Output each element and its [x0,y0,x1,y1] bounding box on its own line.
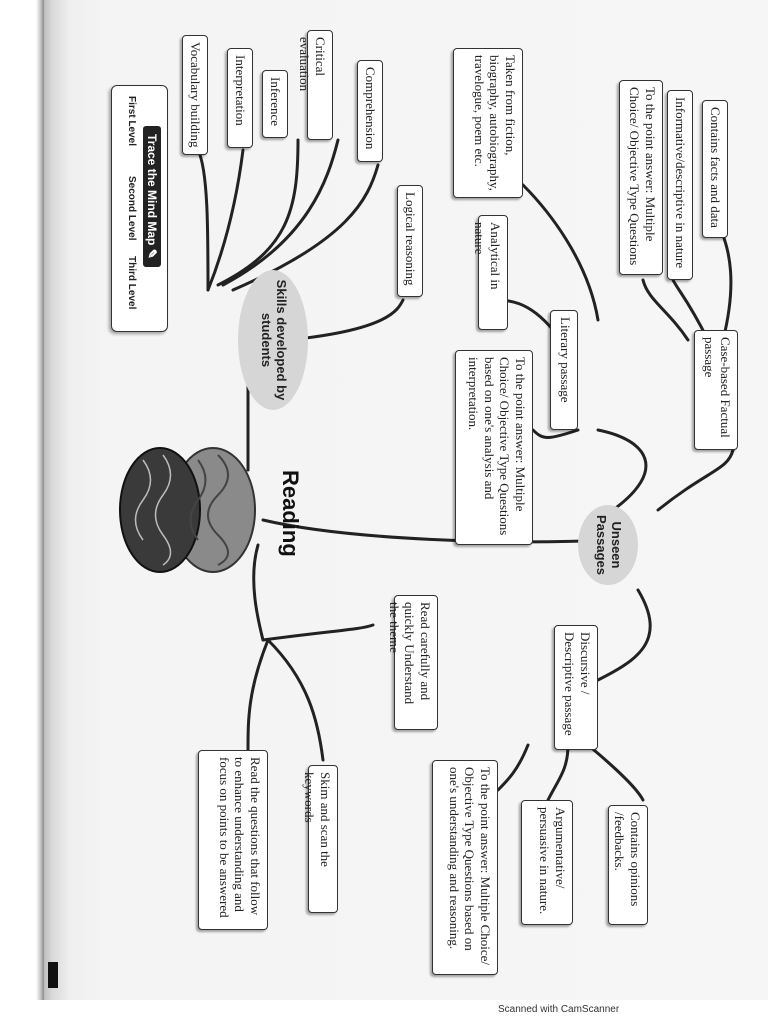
skill-interpretation: Interpretation [227,48,253,148]
link-unseen-disc [596,588,652,682]
hub-skills: Skills developed by students [238,270,308,410]
hub-unseen: Unseen Passages [578,505,638,585]
skill-logical-reasoning: Logical reasoning [397,185,423,297]
literary-detail-analytical: Analytical in nature [472,215,508,330]
legend-level-third: Third Level [126,256,137,310]
link-unseen-case [656,448,735,512]
strategy-read-questions: Read the questions that follow to enhanc… [198,750,268,930]
skill-critical-evaluation: Critical evaluation [297,30,333,140]
link-skills-vocab [196,148,210,292]
case-detail-facts: Contains facts and data [702,100,728,238]
discursive-detail-argumentative: Argumentative/ persuasive in nature. [521,800,573,925]
link-lit-3 [531,428,580,439]
passage-literary: Literary passage [550,310,578,430]
link-disc-3 [496,743,530,792]
legend-level-second: Second Level [126,176,137,241]
link-center-strategy [252,543,265,642]
skill-comprehension: Comprehension [357,60,383,162]
legend-title-text: Trace the Mind Map [145,134,159,246]
case-detail-informative: Informative/descriptive in nature [667,90,693,280]
link-lit-1 [521,183,600,322]
link-strat-2 [266,638,325,762]
link-skills-interp [206,148,245,292]
link-skills-crit [221,138,340,287]
link-case-2 [671,278,710,342]
legend: Trace the Mind Map ✎ First Level Second … [111,85,168,332]
pencil-icon: ✎ [145,248,159,259]
passage-discursive: Discursive / Descriptive passage [554,625,598,750]
link-skills-infer [216,138,300,287]
scan-footer [0,1000,768,1024]
discursive-detail-opinions: Contains opinions /feedbacks. [608,805,648,925]
link-strat-1 [261,623,375,642]
link-center-unseen [261,518,610,544]
passage-case-based: Case-based Factual passage [694,330,738,450]
link-case-1 [721,233,733,342]
literary-detail-sources: Taken from fiction, biography, autobiogr… [453,48,523,198]
scan-edge [0,0,44,1024]
link-case-3 [641,278,690,342]
legend-title: Trace the Mind Map ✎ [143,126,161,267]
link-strat-3 [246,638,270,752]
legend-level-first: First Level [126,96,137,147]
skill-inference: Inference [262,70,288,138]
mind-map: Reading Skills developed by students Uns… [44,0,768,1000]
scanner-label: Scanned with CamScanner [498,1004,620,1015]
strategy-skim-scan: Skim and scan the keywords [302,765,338,913]
link-skills-compr [231,163,380,292]
link-skills-logic [286,298,405,342]
skill-vocabulary-building: Vocabulary building [182,35,208,155]
link-disc-1 [586,743,645,802]
brain-icon [118,445,258,575]
case-detail-answer: To the point answer: Multiple Choice/ Ob… [619,80,663,275]
link-unseen-literary [596,428,648,512]
link-disc-2 [546,743,570,802]
strategy-read-carefully: Read carefully and quickly Understand th… [387,595,438,730]
literary-detail-answer: To the point answer: Multiple Choice/ Ob… [455,350,533,545]
reading-title: Reading [278,470,303,557]
scan-black-mark [48,962,58,988]
discursive-detail-answer: To the point answer: Multiple Choice/ Ob… [432,760,498,975]
